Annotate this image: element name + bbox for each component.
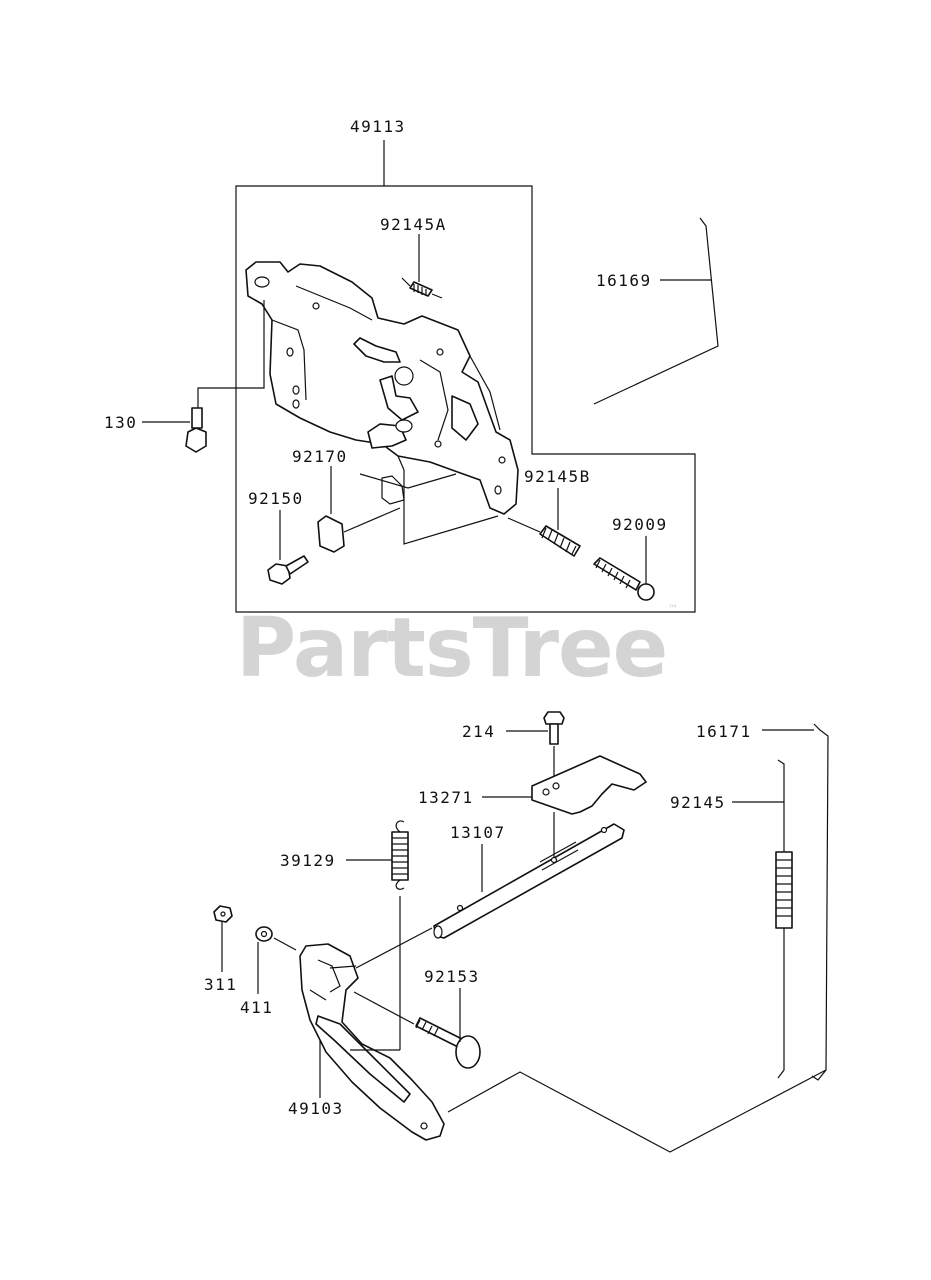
- control-lever-middle[interactable]: [379, 375, 419, 421]
- leader-130: [142, 300, 265, 423]
- plate-hole: [434, 440, 442, 448]
- callout-92145a[interactable]: 92145A: [380, 215, 447, 234]
- lever-49103-bend: [309, 959, 357, 1001]
- callout-130[interactable]: 130: [104, 413, 137, 432]
- screw-214[interactable]: [543, 711, 565, 725]
- callout-92145b[interactable]: 92145B: [524, 467, 591, 486]
- callout-49103[interactable]: 49103: [288, 1099, 344, 1118]
- rod-16171[interactable]: [811, 723, 829, 1081]
- callout-39129[interactable]: 39129: [280, 851, 336, 870]
- plate-hole: [292, 399, 300, 409]
- callout-92145[interactable]: 92145: [670, 793, 726, 812]
- callout-13271[interactable]: 13271: [418, 788, 474, 807]
- lever-49103-slot: [315, 1015, 411, 1103]
- governor-lever-group: [213, 711, 829, 1153]
- bolt-92153-head: [455, 1035, 481, 1069]
- clip-to-plate-line: [343, 507, 401, 533]
- spring-92145a-coils: [401, 277, 443, 299]
- plate-bend-detail: [359, 455, 499, 545]
- watermark-trademark: ™: [668, 604, 678, 615]
- plate-hole: [394, 366, 414, 386]
- callout-13107[interactable]: 13107: [450, 823, 506, 842]
- spring-92145-coils: [776, 859, 792, 917]
- plate-hole: [312, 302, 320, 310]
- spring-92145b[interactable]: [539, 525, 581, 557]
- spring-39129-coils: [392, 820, 408, 890]
- plate-hole: [498, 456, 506, 464]
- lever-to-shaft-line: [355, 927, 433, 969]
- screw-214-shank: [549, 723, 559, 745]
- screw-92009-head: [637, 583, 655, 601]
- shaft-13107-end: [433, 925, 443, 939]
- plate-hole: [494, 485, 502, 495]
- plate-edge-detail: [271, 285, 501, 441]
- bolt-130[interactable]: [185, 427, 207, 453]
- plate-hole: [292, 385, 300, 395]
- callout-labels: 49113 92145A 16169 130 92170 92145B 9215…: [104, 117, 752, 1118]
- plate-bracket-right[interactable]: [451, 395, 479, 441]
- lever-49103-hole: [420, 1122, 428, 1130]
- watermark-text: PartsTree: [236, 601, 667, 696]
- plate-lower-bracket: [381, 475, 405, 505]
- spring-92145b-coils: [507, 517, 577, 555]
- callout-411[interactable]: 411: [240, 998, 273, 1017]
- callout-92153[interactable]: 92153: [424, 967, 480, 986]
- plate-hole: [254, 276, 270, 288]
- washer-411-bore: [260, 930, 268, 938]
- bolt-92153-axis: [353, 991, 415, 1025]
- rod-16169[interactable]: [593, 217, 719, 405]
- callout-311[interactable]: 311: [204, 975, 237, 994]
- plate-13271-hole: [552, 782, 560, 790]
- screw-92009-threads: [595, 559, 631, 589]
- bolt-92153-shank[interactable]: [415, 1017, 465, 1049]
- shaft-13107-flat: [539, 841, 579, 871]
- callout-92150[interactable]: 92150: [248, 489, 304, 508]
- plate-13271[interactable]: [531, 755, 647, 815]
- callout-92170[interactable]: 92170: [292, 447, 348, 466]
- bolt-130-shank: [191, 407, 203, 429]
- callout-214[interactable]: 214: [462, 722, 495, 741]
- spring-92145-coil-body: [775, 851, 793, 929]
- shaft-13107-hole: [600, 826, 608, 834]
- control-lever-upper[interactable]: [353, 337, 401, 363]
- assembly-frame: [235, 185, 696, 613]
- control-plate-assembly-group: [142, 140, 719, 613]
- pivot-boss: [395, 419, 413, 433]
- callout-92009[interactable]: 92009: [612, 515, 668, 534]
- plate-hole: [436, 348, 444, 356]
- bolt-92150[interactable]: [267, 563, 291, 585]
- nut-311-bore: [220, 911, 226, 917]
- shaft-13107-hole: [456, 904, 464, 912]
- plate-hole: [286, 347, 294, 357]
- watermark: PartsTree ™: [236, 601, 678, 696]
- spring-92145a[interactable]: [409, 281, 433, 297]
- bolt-92150-shank: [285, 555, 309, 575]
- control-lever-lower[interactable]: [367, 423, 407, 449]
- callout-49113[interactable]: 49113: [350, 117, 406, 136]
- lever-to-rod-link-line: [447, 1069, 827, 1153]
- bolt-92153-threads: [415, 1019, 439, 1037]
- callout-16171[interactable]: 16171: [696, 722, 752, 741]
- plate-13271-hole: [542, 788, 550, 796]
- washer-to-lever-line: [273, 937, 297, 951]
- callout-16169[interactable]: 16169: [596, 271, 652, 290]
- spring-92145[interactable]: [777, 759, 785, 1079]
- shaft-13107-hole: [550, 856, 558, 864]
- clip-92170[interactable]: [317, 515, 345, 553]
